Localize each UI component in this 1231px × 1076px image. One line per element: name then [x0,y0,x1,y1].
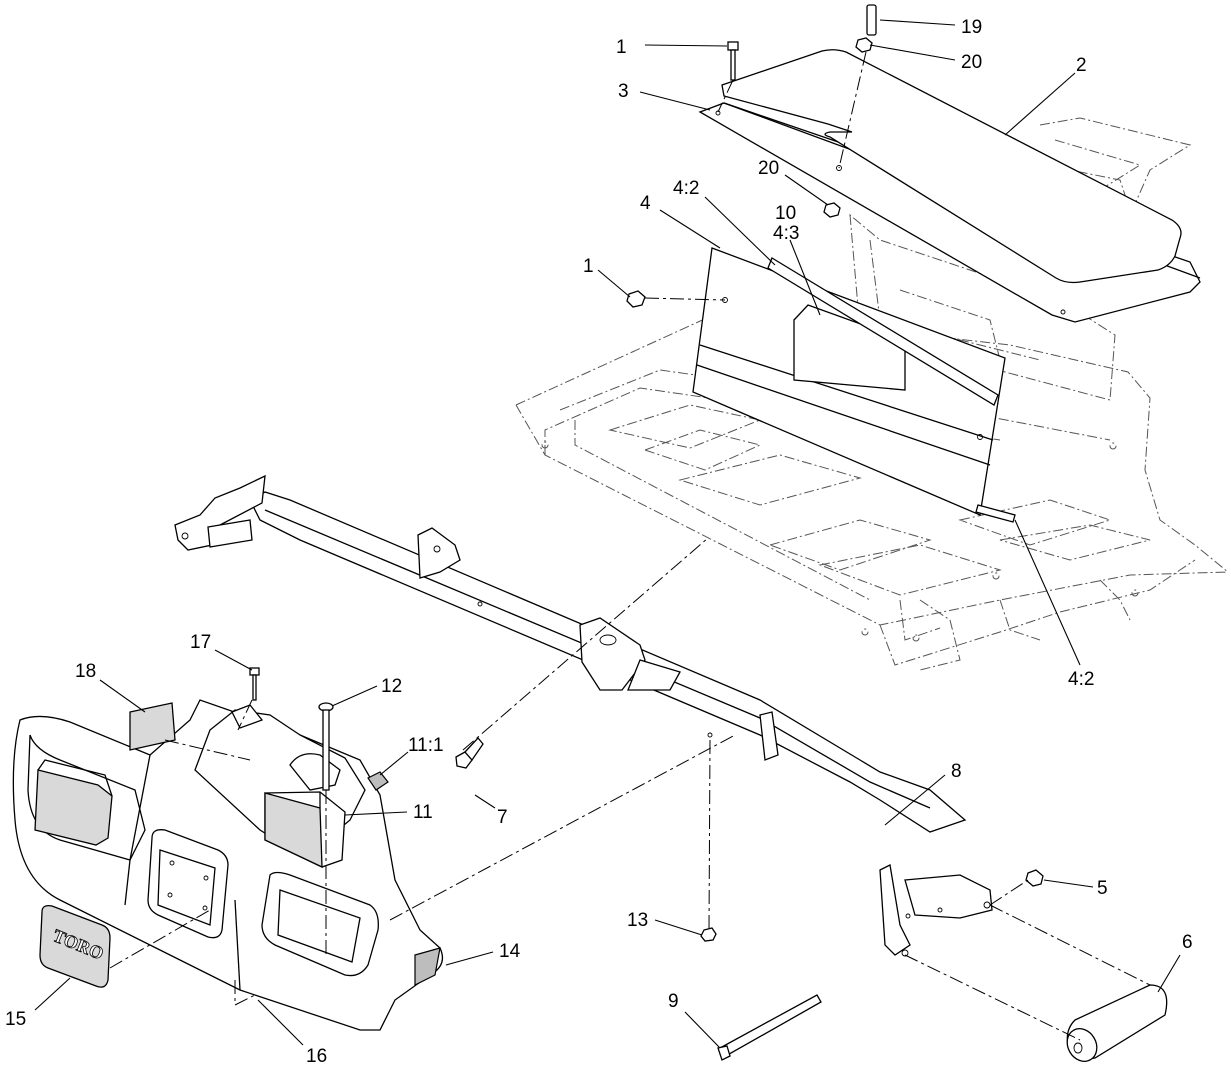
callout-1-top: 1 [616,37,627,58]
callout-4-2-bottom: 4:2 [1068,669,1094,690]
pin-9 [717,994,822,1061]
bulb-11-1 [367,771,389,791]
assembly-centerlines [109,51,1151,1041]
nut-5 [1025,869,1044,887]
bolt-7 [455,737,484,769]
callout-leaders [34,19,1181,1049]
roller-6 [1066,984,1168,1062]
nut-20-top [855,37,873,53]
nut-13 [700,927,717,942]
callout-8: 8 [951,761,962,782]
callout-4-2-top: 4:2 [673,178,699,199]
toro-badge-15: TORO [39,904,111,988]
callout-15: 15 [5,1009,26,1030]
callout-7: 7 [497,807,508,828]
cover-panel-2 [721,49,1182,284]
callout-13: 13 [627,910,648,931]
callout-10: 10 [775,203,796,224]
callout-9: 9 [668,991,679,1012]
pin-19 [866,4,877,36]
callout-19: 19 [961,17,982,38]
bolt-17 [249,667,260,701]
headlight-11 [264,791,346,869]
front-frame-bar-8 [174,474,993,957]
hardware [249,4,1168,1062]
decal-18 [129,702,176,751]
callout-14: 14 [499,941,521,962]
callout-4-3: 4:3 [773,223,799,244]
callout-4: 4 [640,193,651,214]
panel-4 [692,247,1016,523]
callout-18: 18 [75,661,96,682]
nut-20-lower [823,202,841,218]
callout-20-top: 20 [961,52,982,73]
callout-11-1: 11:1 [408,735,444,756]
callout-6: 6 [1182,932,1193,953]
callout-labels: 1 19 20 2 3 20 4:2 10 4:3 4 1 4:2 17 18 … [5,17,1193,1067]
callout-5: 5 [1097,878,1108,899]
callout-17: 17 [190,632,211,653]
callout-20-mid: 20 [758,158,779,179]
callout-11: 11 [413,802,433,823]
callout-16: 16 [306,1046,327,1067]
bolt-1-top [727,41,739,81]
callout-12: 12 [381,676,402,697]
callout-1-mid: 1 [583,256,594,277]
front-bumper-14 [12,699,444,1031]
bolt-1-mid [626,290,646,308]
callout-2: 2 [1076,55,1087,76]
callout-3: 3 [618,81,629,102]
